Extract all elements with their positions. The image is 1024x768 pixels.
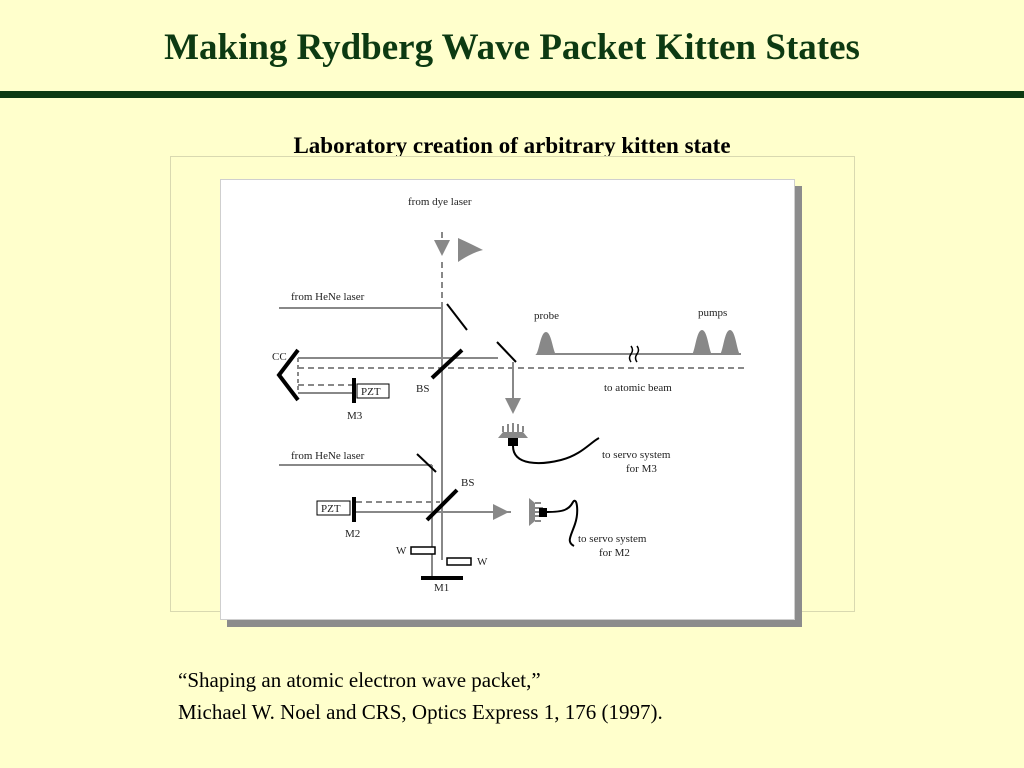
pulse-flag-icon xyxy=(458,238,483,262)
label-m1: M1 xyxy=(434,582,449,594)
label-cc: CC xyxy=(272,351,287,363)
corner-cube xyxy=(276,348,300,402)
detector-m2-icon xyxy=(529,498,547,526)
label-servo-m2-line2: for M2 xyxy=(599,547,630,559)
pump-pulse-1 xyxy=(691,330,713,355)
label-m2: M2 xyxy=(345,528,360,540)
label-from-dye-laser: from dye laser xyxy=(408,196,472,208)
label-bs-bottom: BS xyxy=(461,477,474,489)
label-bs-top: BS xyxy=(416,383,429,395)
title-divider xyxy=(0,91,1024,98)
pickoff-mirror-bottom xyxy=(416,453,437,473)
break-mark-icon xyxy=(628,345,640,363)
label-probe: probe xyxy=(534,310,559,322)
pzt-top-box xyxy=(356,383,390,399)
label-w-right: W xyxy=(477,556,488,568)
figure-subtitle: Laboratory creation of arbitrary kitten … xyxy=(293,133,731,158)
hene-beam-bottom xyxy=(279,464,433,578)
label-pumps: pumps xyxy=(698,307,727,319)
beamsplitter-bottom xyxy=(425,488,459,522)
label-pzt-bottom: PZT xyxy=(321,503,341,515)
citation-title: “Shaping an atomic electron wave packet,… xyxy=(178,668,541,692)
window-left xyxy=(410,546,436,555)
label-hene-bottom: from HeNe laser xyxy=(291,450,365,462)
citation-reference: Michael W. Noel and CRS, Optics Express … xyxy=(178,699,663,724)
label-servo-m3-line2: for M3 xyxy=(626,463,657,475)
label-to-atomic-beam: to atomic beam xyxy=(604,382,672,394)
servo-cable-m3 xyxy=(512,437,600,465)
citation: “Shaping an atomic electron wave packet,… xyxy=(178,665,663,728)
label-w-left: W xyxy=(396,545,407,557)
pump-pulse-2 xyxy=(719,330,741,355)
detector-m3-icon xyxy=(498,423,528,446)
servo-cable-m2 xyxy=(546,499,579,547)
label-servo-m3-line1: to servo system xyxy=(602,449,671,461)
pickoff-mirror-top xyxy=(446,303,468,331)
pulse-train xyxy=(535,330,741,363)
slide-title: Making Rydberg Wave Packet Kitten States xyxy=(164,27,860,68)
optical-setup-diagram: CC PZT M3 BS probe pumps to atomic beam xyxy=(272,196,748,594)
label-m3: M3 xyxy=(347,410,363,422)
pickoff-mirror-right xyxy=(496,341,517,363)
hene-beam-top xyxy=(279,307,443,560)
window-right xyxy=(446,557,472,566)
pzt-bottom-box xyxy=(316,500,351,516)
setup-figure: CC PZT M3 BS probe pumps to atomic beam xyxy=(220,179,795,620)
label-servo-m2-line1: to servo system xyxy=(578,533,647,545)
label-pzt-top: PZT xyxy=(361,386,381,398)
beamsplitter-top xyxy=(430,348,464,380)
label-hene-top: from HeNe laser xyxy=(291,291,365,303)
probe-pulse xyxy=(535,332,557,355)
